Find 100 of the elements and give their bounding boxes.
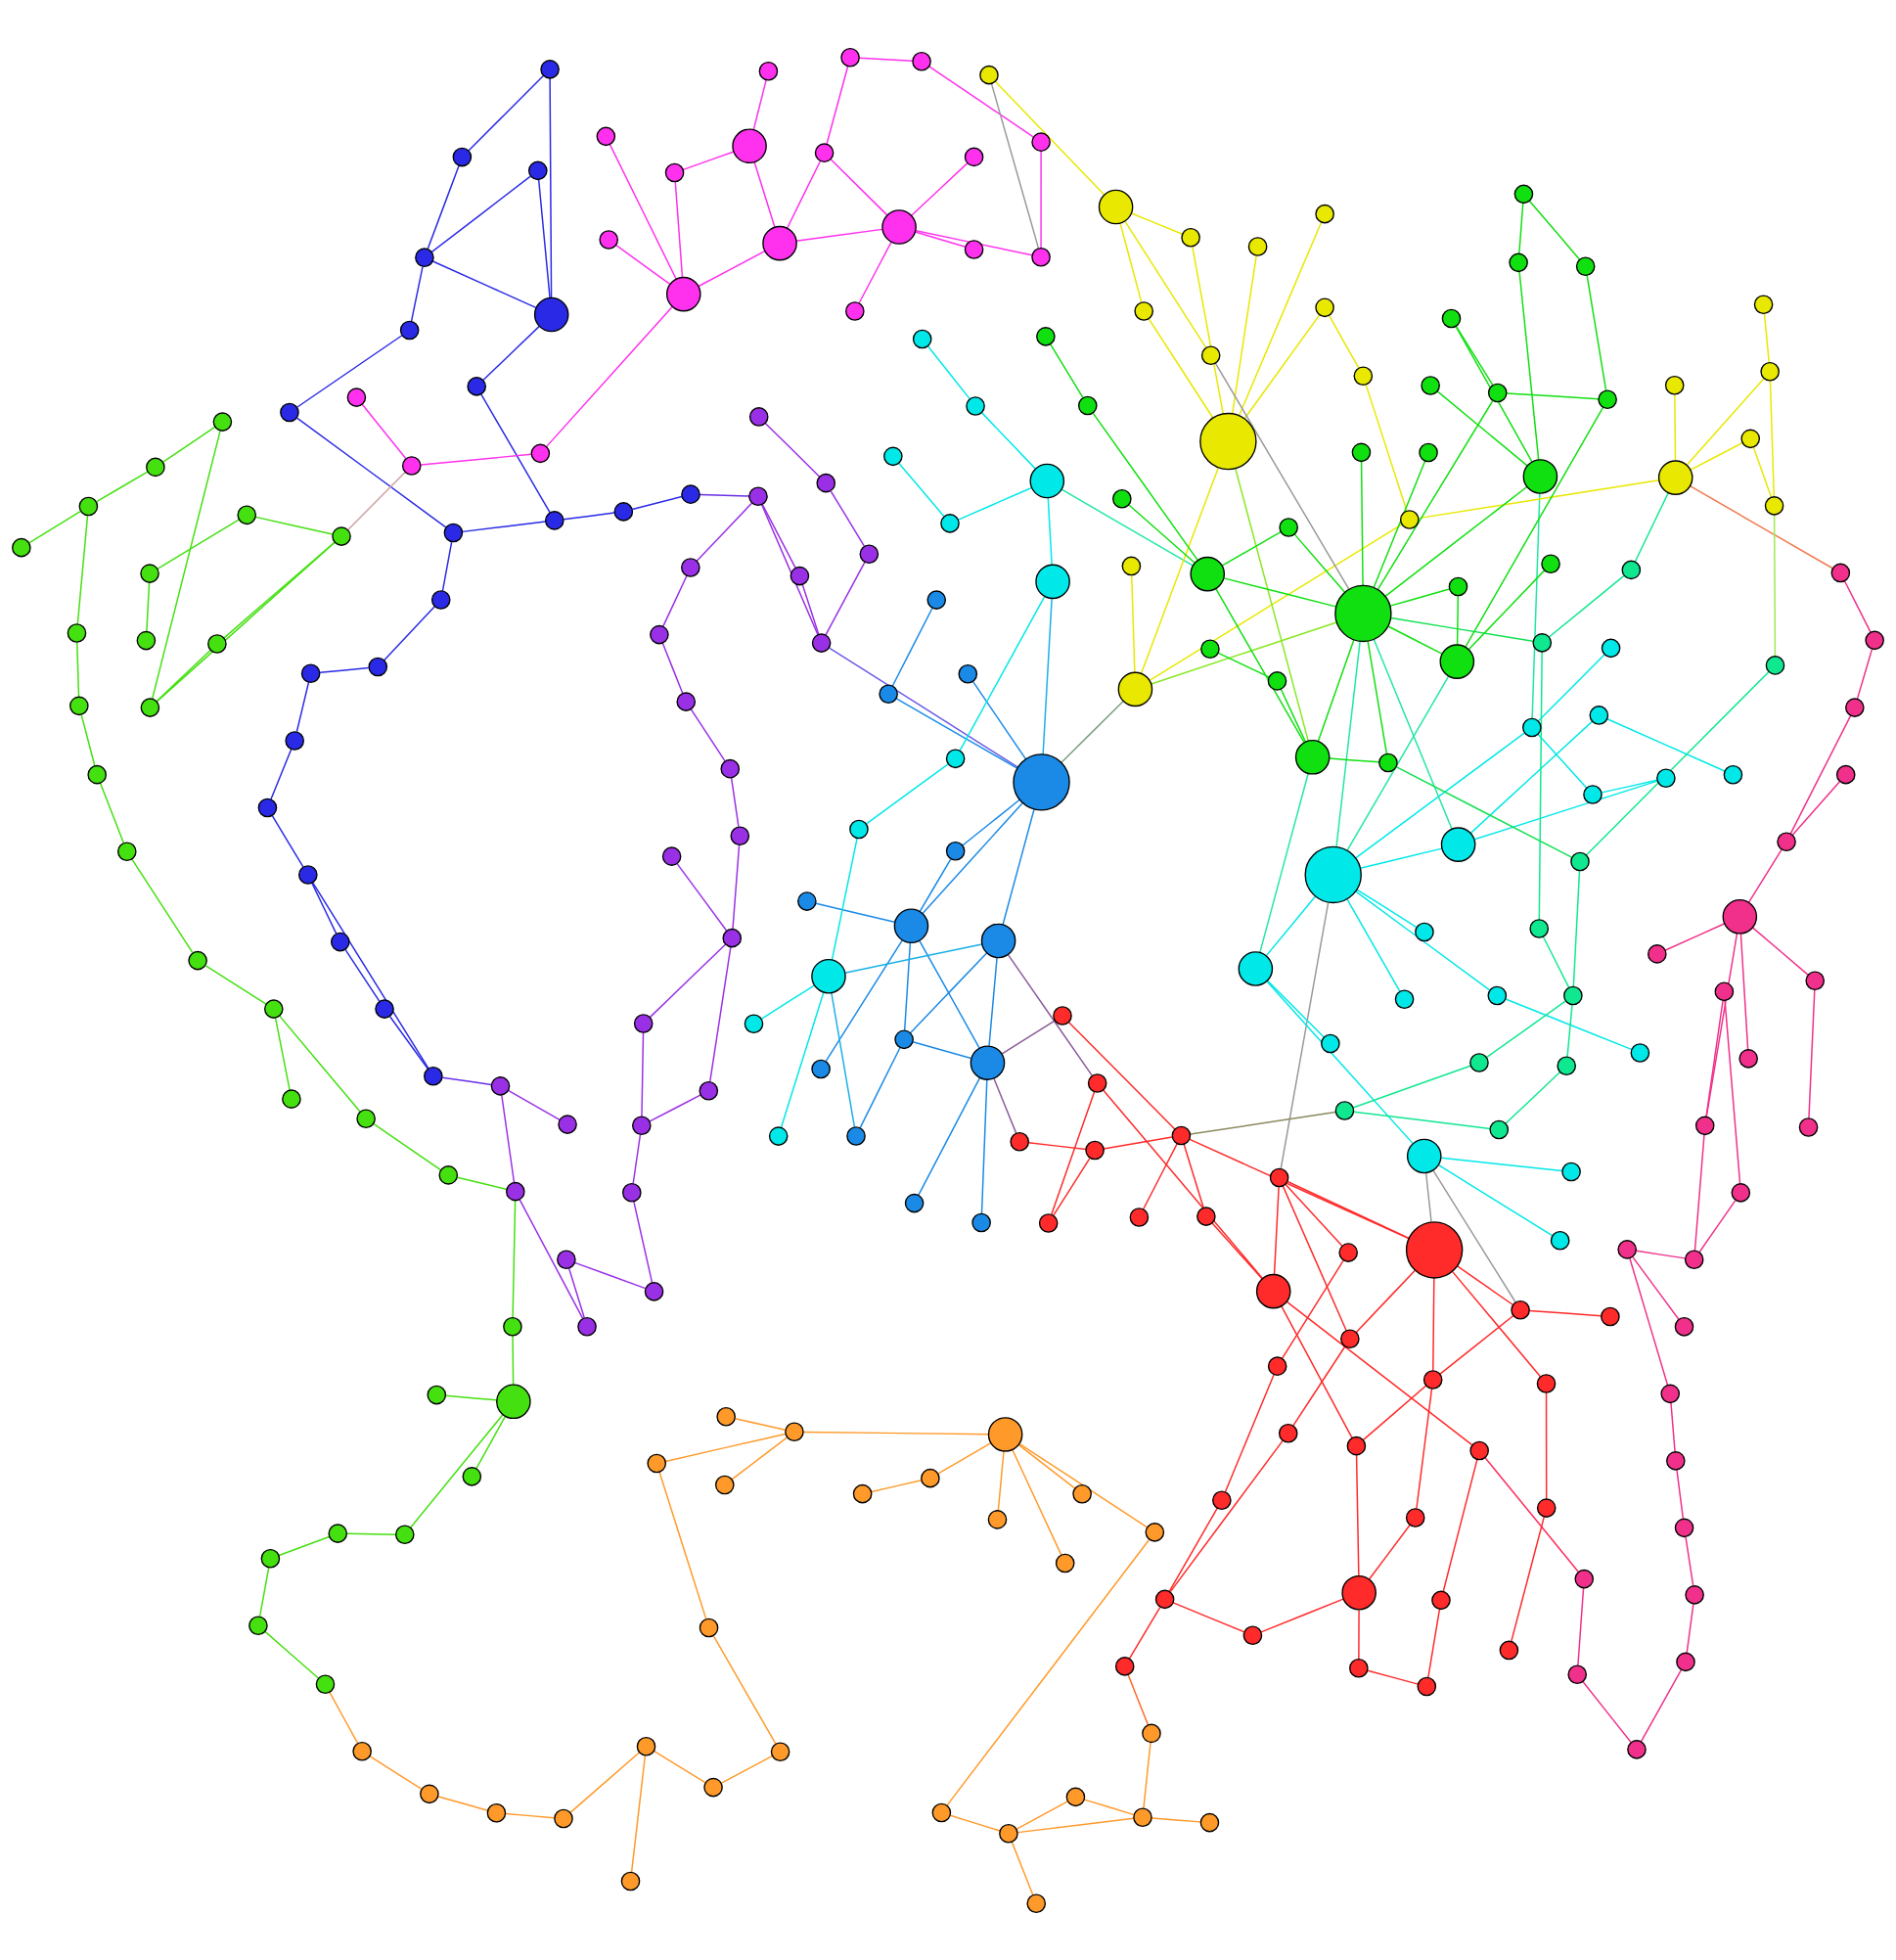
node-circle (257, 798, 278, 817)
node-circle (1031, 247, 1051, 267)
node-circle (462, 1466, 482, 1486)
node-circle (1394, 988, 1415, 1009)
node-circle (770, 1741, 790, 1761)
connector (971, 680, 1027, 759)
connector (676, 862, 728, 932)
connector (373, 1122, 442, 1170)
connector (1528, 1309, 1602, 1316)
node-circle (1026, 1893, 1047, 1913)
node-circle (970, 1044, 1006, 1080)
connector (1373, 460, 1426, 588)
node-circle (748, 406, 769, 427)
connector (1365, 383, 1408, 512)
connector (1286, 1300, 1473, 1445)
connector (1773, 513, 1777, 657)
connector (1601, 779, 1658, 794)
node-circle (1346, 1436, 1367, 1455)
connector (1586, 274, 1607, 391)
connector (1693, 1133, 1705, 1252)
connector (720, 1755, 773, 1784)
node-circle (1657, 459, 1693, 495)
node-circle (716, 1406, 736, 1426)
connector (28, 510, 82, 543)
connector (549, 76, 553, 298)
node-circle (1171, 1125, 1192, 1145)
node-circle (1601, 1306, 1620, 1326)
connector (1752, 445, 1773, 498)
node-circle (1072, 1483, 1092, 1504)
connector (1007, 953, 1093, 1076)
connector (1455, 325, 1533, 463)
connector (1224, 1373, 1275, 1492)
connector (1705, 932, 1738, 1117)
node-circle (1738, 1048, 1758, 1069)
connector (871, 1479, 923, 1492)
node-circle (1509, 252, 1528, 272)
node-circle (1133, 1806, 1152, 1827)
node-circle (945, 749, 966, 768)
node-circle (1583, 784, 1603, 804)
node-circle (1574, 1569, 1595, 1588)
connector (615, 244, 671, 285)
node-circle (1134, 300, 1153, 321)
node-circle (811, 958, 846, 994)
connector (1102, 1088, 1264, 1279)
connector (922, 801, 1024, 914)
node-circle (966, 395, 985, 416)
connector (1634, 491, 1669, 563)
connector (1151, 1816, 1201, 1823)
node-circle (999, 1823, 1018, 1844)
connector (696, 501, 753, 562)
connector (1636, 1250, 1686, 1259)
node-circle (1532, 632, 1553, 653)
connector (919, 857, 952, 912)
connector (1172, 1601, 1245, 1633)
connector (329, 1691, 359, 1744)
node-circle (401, 455, 422, 476)
connector (1808, 988, 1816, 1118)
connector (1040, 150, 1042, 249)
node-circle (879, 683, 898, 704)
node-circle (506, 1181, 525, 1201)
node-circle (1630, 1042, 1650, 1063)
connector (1231, 254, 1257, 414)
node-circle (722, 928, 743, 947)
connector (1169, 1438, 1284, 1592)
connector (1538, 650, 1543, 920)
connector (1545, 1390, 1548, 1499)
connector (858, 241, 892, 303)
node-circle (1731, 1182, 1751, 1203)
node-circle (1351, 442, 1372, 462)
connector (1317, 639, 1355, 742)
connector (1368, 1524, 1411, 1580)
node-circle (762, 225, 797, 260)
node-circle (768, 1125, 789, 1146)
connector (1221, 530, 1282, 567)
node-circle (1334, 1100, 1355, 1120)
node-circle (1511, 1299, 1530, 1320)
connector (1355, 1269, 1416, 1333)
connector (311, 881, 429, 1070)
node-circle (1036, 326, 1056, 346)
connector (946, 1538, 1151, 1806)
connector (1689, 484, 1833, 569)
node-circle (931, 1802, 952, 1822)
node-circle (285, 730, 304, 751)
connector (895, 697, 1018, 769)
node-circle (1487, 383, 1508, 402)
node-circle (665, 276, 701, 311)
connector (828, 646, 1018, 768)
connector (661, 642, 684, 694)
node-circle (1777, 831, 1796, 851)
connector (1001, 1019, 1056, 1055)
node-circle (1513, 184, 1534, 204)
node-circle (1269, 1167, 1289, 1187)
node-circle (1753, 294, 1774, 314)
node-circle (644, 1281, 664, 1301)
connector (1223, 576, 1337, 608)
connector (1440, 1157, 1563, 1171)
connector (1149, 523, 1403, 681)
node-circle (315, 1673, 336, 1694)
connector (537, 178, 551, 298)
node-circle (78, 496, 99, 516)
